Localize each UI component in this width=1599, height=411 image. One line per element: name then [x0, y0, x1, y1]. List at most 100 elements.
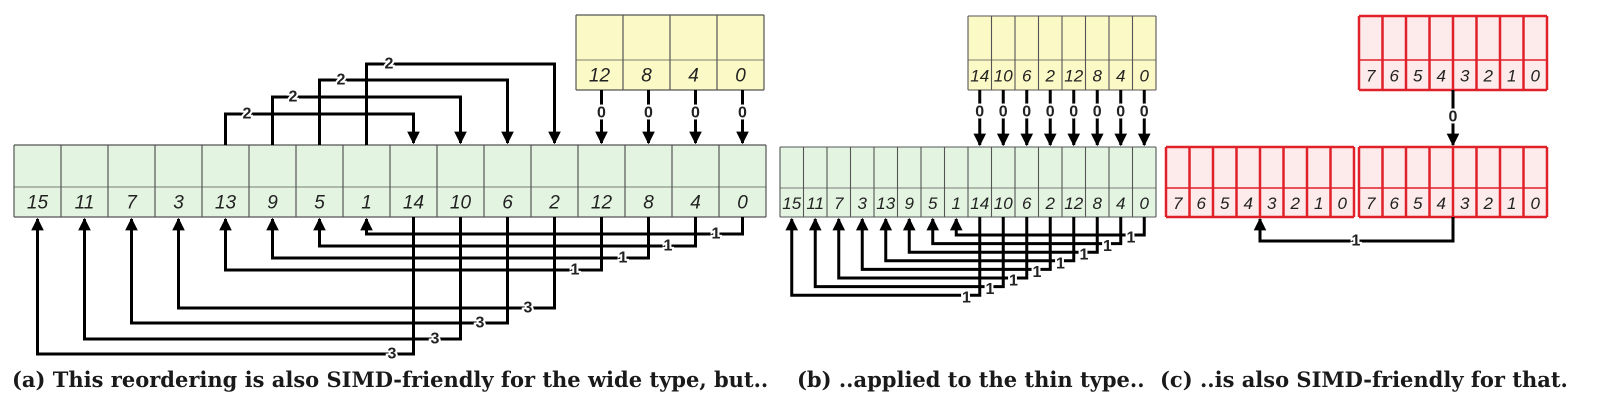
arrow-label: 1	[1033, 264, 1042, 281]
lane-label: 0	[1140, 194, 1150, 213]
lane-label: 11	[75, 193, 95, 214]
arrow-label: 0	[597, 105, 606, 122]
lane-label: 2	[1483, 67, 1494, 86]
lane-label: 12	[1064, 67, 1083, 86]
arrow-label: 0	[1140, 104, 1149, 121]
lane-label: 0	[737, 193, 748, 214]
lane-label: 1	[1314, 194, 1323, 213]
caption-c: (c) ..is also SIMD-friendly for that.	[1160, 367, 1568, 392]
lane-label: 2	[1290, 194, 1301, 213]
lane-label: 4	[1437, 67, 1446, 86]
lane-label: 6	[1022, 67, 1032, 86]
lane-label: 12	[591, 193, 613, 214]
shift-arrow	[832, 217, 1029, 280]
lane-label: 7	[1366, 194, 1376, 213]
caption-a: (a) This reordering is also SIMD-friendl…	[12, 367, 769, 392]
arrow-label: 0	[1046, 104, 1055, 121]
lane-label: 0	[1531, 194, 1541, 213]
lane-label: 8	[1093, 194, 1103, 213]
lane-label: 9	[267, 193, 278, 214]
lane-label: 3	[1267, 194, 1277, 213]
shift-arrow	[808, 217, 1005, 289]
lane-label: 0	[735, 66, 746, 87]
arrow-label: 1	[1056, 255, 1065, 272]
lane-label: 4	[1116, 67, 1125, 86]
lane-label: 6	[1022, 194, 1032, 213]
arrow-label: 3	[388, 346, 397, 362]
lane-label: 6	[1197, 194, 1207, 213]
lane-label: 14	[403, 193, 424, 214]
lane-label: 12	[1064, 194, 1083, 213]
lane-label: 1	[361, 193, 372, 214]
shift-arrow	[78, 217, 462, 341]
lane-label: 1	[1507, 67, 1516, 86]
lane-label: 3	[1460, 194, 1470, 213]
lane-label: 4	[690, 193, 701, 214]
lane-label: 5	[1220, 194, 1230, 213]
arrow-label: 1	[1103, 238, 1112, 255]
arrow-label: 1	[664, 238, 673, 255]
lane-label: 4	[1437, 194, 1446, 213]
arrow-label: 1	[1009, 273, 1018, 290]
arrow-label: 3	[524, 300, 533, 317]
lane-label: 7	[126, 193, 138, 214]
shift-arrow	[1253, 217, 1455, 243]
lane-label: 2	[1045, 67, 1056, 86]
lane-label: 0	[1338, 194, 1348, 213]
lane-label: 6	[1390, 67, 1400, 86]
lane-label: 13	[215, 193, 237, 214]
arrow-label: 0	[975, 104, 984, 121]
arrow-label: 1	[571, 262, 580, 279]
arrow-label: 1	[986, 281, 995, 298]
lane-label: 2	[548, 193, 560, 214]
lane-label: 4	[688, 66, 699, 87]
lane-label: 3	[1460, 67, 1470, 86]
arrow-label: 2	[243, 106, 252, 123]
arrow-label: 2	[385, 56, 394, 73]
lane-label: 9	[905, 194, 915, 213]
arrow-label: 1	[1127, 230, 1136, 247]
arrow-label: 0	[1069, 104, 1078, 121]
lane-label: 15	[782, 194, 801, 213]
caption-b: (b) ..applied to the thin type..	[797, 367, 1145, 392]
shift-arrow	[785, 217, 982, 297]
shift-arrow	[365, 62, 561, 145]
lane-label: 7	[1366, 67, 1376, 86]
arrow-label: 0	[644, 105, 653, 122]
shift-arrow	[31, 217, 415, 356]
arrow-label: 0	[999, 104, 1008, 121]
shift-arrow	[318, 78, 514, 145]
arrow-label: 0	[1449, 109, 1458, 126]
arrow-label: 2	[289, 89, 298, 106]
lane-label: 13	[876, 194, 895, 213]
lane-label: 7	[1173, 194, 1183, 213]
lane-label: 5	[314, 193, 325, 214]
lane-label: 14	[970, 67, 989, 86]
lane-label: 8	[641, 66, 652, 87]
arrow-label: 3	[476, 315, 485, 332]
lane-label: 8	[1093, 67, 1103, 86]
lane-label: 14	[970, 194, 989, 213]
lane-label: 11	[806, 194, 824, 213]
lane-label: 1	[952, 194, 961, 213]
lane-label: 3	[173, 193, 184, 214]
lane-label: 15	[27, 193, 49, 214]
lane-label: 5	[1413, 194, 1423, 213]
arrow-label: 1	[712, 226, 721, 243]
lane-label: 2	[1483, 194, 1494, 213]
arrow-label: 1	[962, 290, 971, 307]
lane-label: 0	[1140, 67, 1150, 86]
lane-label: 7	[834, 194, 844, 213]
lane-label: 10	[450, 193, 472, 214]
arrow-label: 3	[431, 331, 440, 348]
arrow-label: 0	[691, 105, 700, 122]
